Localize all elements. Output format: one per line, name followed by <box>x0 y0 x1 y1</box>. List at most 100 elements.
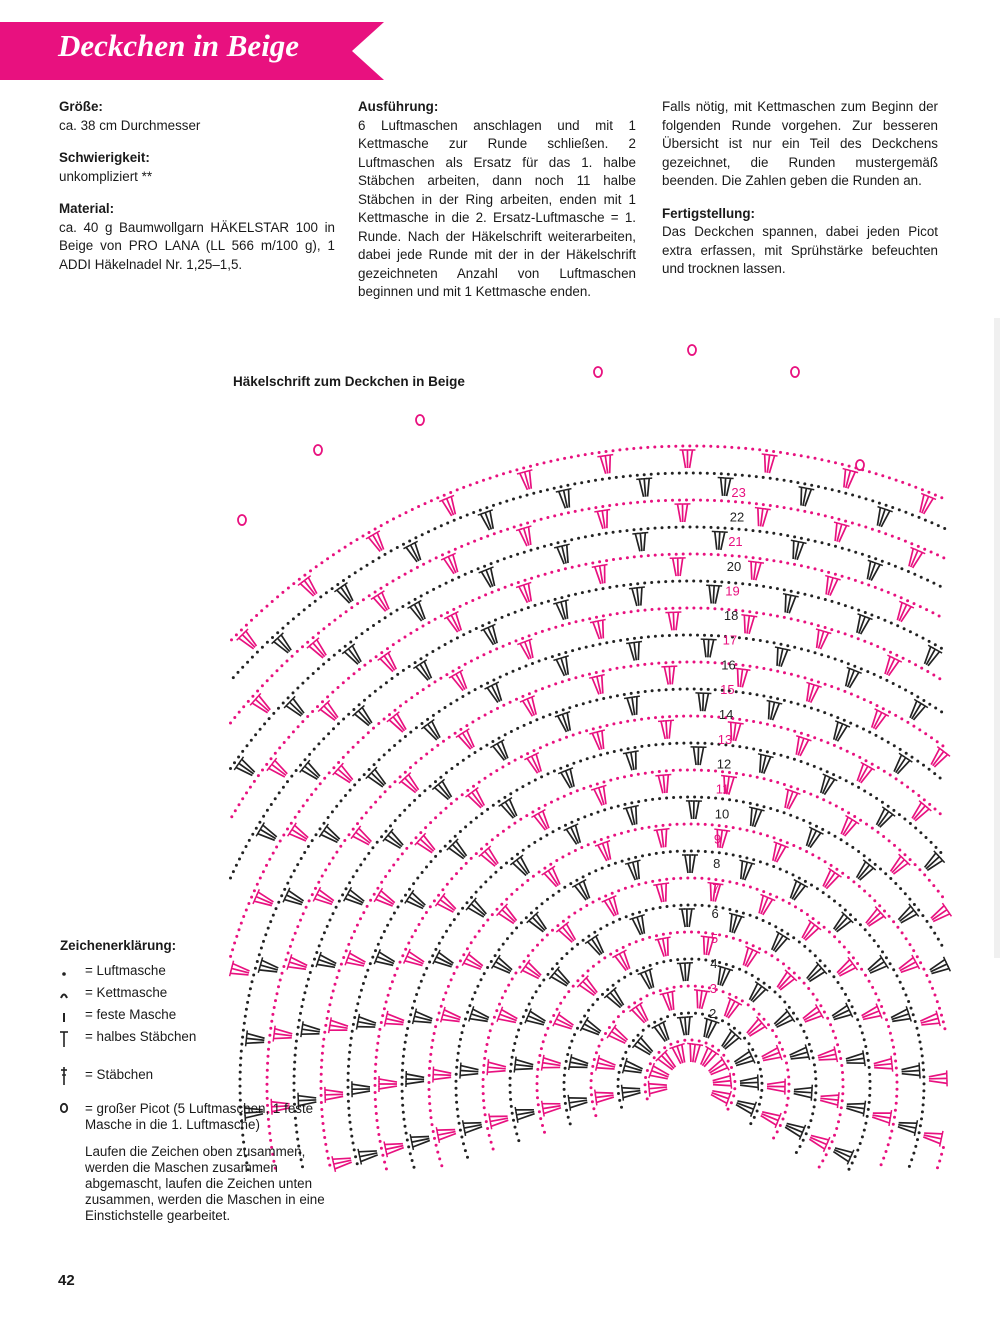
chain-stitch <box>682 849 686 853</box>
chain-stitch <box>275 669 279 673</box>
chain-stitch <box>914 826 918 830</box>
chain-stitch <box>446 521 450 525</box>
chain-stitch <box>882 835 886 838</box>
chain-stitch <box>439 1004 443 1008</box>
chain-stitch <box>653 634 657 638</box>
chain-stitch <box>745 718 749 722</box>
chain-stitch <box>821 1159 825 1163</box>
chain-stitch <box>867 979 871 983</box>
chain-stitch <box>743 1036 747 1040</box>
chain-stitch <box>748 610 752 614</box>
round-label: 15 <box>720 682 734 697</box>
chain-stitch <box>811 992 815 996</box>
chain-stitch <box>639 636 643 640</box>
diagram-round <box>231 471 947 680</box>
chain-stitch <box>406 1027 410 1030</box>
chain-stitch <box>926 578 930 582</box>
chain-stitch <box>880 559 884 563</box>
legend-note: Laufen die Zeichen oben zusammen, werden… <box>85 1144 325 1223</box>
chain-stitch <box>565 1108 569 1112</box>
chain-stitch <box>579 759 583 763</box>
chain-stitch <box>803 620 807 624</box>
chain-stitch <box>748 692 752 696</box>
chain-stitch <box>782 615 786 619</box>
chain-stitch <box>926 670 930 673</box>
stitch-group <box>266 757 288 778</box>
chain-stitch <box>590 534 594 538</box>
chain-stitch <box>931 611 935 615</box>
chain-stitch <box>479 537 483 540</box>
chain-stitch <box>808 949 812 953</box>
chain-stitch <box>541 715 545 719</box>
chain-stitch <box>514 639 518 643</box>
chain-stitch <box>438 849 442 853</box>
stitch-group <box>896 600 915 623</box>
chain-stitch <box>752 720 756 723</box>
chain-stitch <box>598 642 602 646</box>
chain-stitch <box>320 1058 324 1062</box>
chain-stitch <box>668 715 672 719</box>
chain-stitch <box>591 1064 595 1068</box>
chain-stitch <box>762 805 766 809</box>
chain-stitch <box>935 1000 939 1004</box>
chain-stitch <box>289 821 293 825</box>
chain-stitch <box>537 870 541 874</box>
chain-stitch <box>904 688 908 692</box>
chain-stitch <box>643 771 647 775</box>
chain-stitch <box>522 959 526 963</box>
chain-stitch <box>815 824 818 828</box>
chain-stitch <box>393 780 397 784</box>
chain-stitch <box>461 758 465 762</box>
chain-stitch <box>286 827 289 831</box>
chain-stitch <box>690 957 694 961</box>
chain-stitch <box>787 1075 791 1079</box>
chain-stitch <box>286 586 290 590</box>
chain-stitch <box>635 473 639 477</box>
chain-stitch <box>403 1040 407 1044</box>
chain-stitch <box>360 816 364 820</box>
chain-stitch <box>456 762 460 766</box>
chain-stitch <box>383 552 387 556</box>
chain-stitch <box>506 527 510 531</box>
chain-stitch <box>711 1044 715 1048</box>
round-label: 4 <box>710 956 717 971</box>
stitch-group <box>590 784 607 806</box>
chain-stitch <box>524 1008 528 1012</box>
chain-stitch <box>438 584 442 588</box>
chain-stitch <box>732 1026 736 1030</box>
chain-stitch <box>596 810 600 814</box>
chain-stitch <box>662 960 666 964</box>
chain-stitch <box>501 765 505 769</box>
chain-stitch <box>605 724 609 727</box>
chain-stitch <box>365 904 369 908</box>
chain-stitch <box>876 616 880 619</box>
chain-stitch <box>482 478 485 482</box>
chain-stitch <box>678 660 682 664</box>
chain-stitch <box>237 803 241 807</box>
chain-stitch <box>872 672 876 676</box>
chain-stitch <box>434 1025 438 1029</box>
round-label: 13 <box>718 732 732 747</box>
chain-stitch <box>901 987 905 991</box>
chain-stitch <box>480 812 484 816</box>
chain-stitch <box>912 903 916 906</box>
chain-stitch <box>892 968 896 972</box>
chain-stitch <box>310 893 314 897</box>
chain-stitch <box>803 482 807 486</box>
stitch-group <box>919 1010 941 1027</box>
chain-stitch <box>488 650 492 654</box>
stitch-group <box>541 865 561 888</box>
chain-stitch <box>611 983 615 987</box>
chain-stitch <box>509 1062 513 1066</box>
chain-stitch <box>543 866 547 870</box>
chain-stitch <box>911 1013 915 1017</box>
chain-stitch <box>730 527 734 531</box>
chain-stitch <box>922 967 926 971</box>
chain-stitch <box>836 1043 840 1047</box>
chain-stitch <box>721 879 725 883</box>
chain-stitch <box>882 1011 886 1015</box>
chain-stitch <box>313 599 317 603</box>
chain-stitch <box>550 967 554 971</box>
chain-stitch <box>845 842 849 846</box>
stitch-group <box>243 1104 264 1121</box>
